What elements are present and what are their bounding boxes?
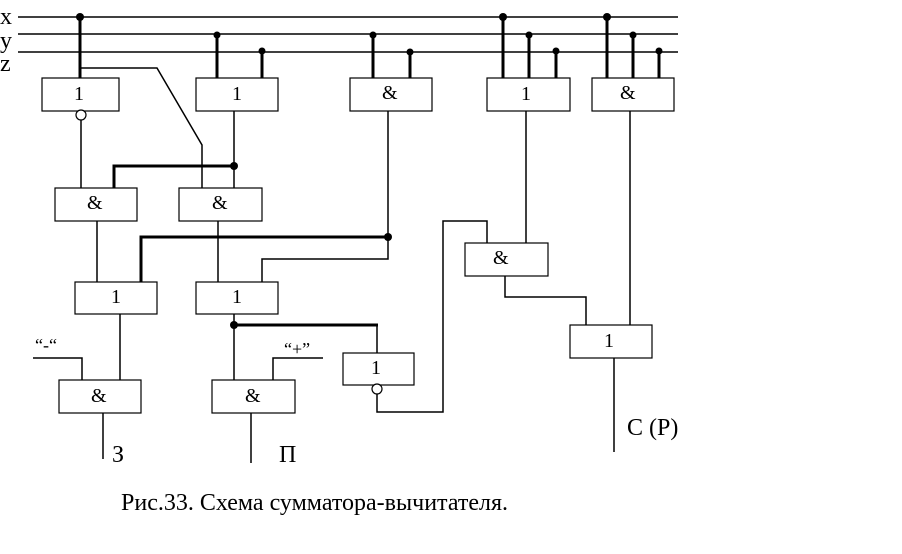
- gate-13: &: [211, 379, 296, 414]
- wire: [504, 276, 587, 325]
- gate-symbol: &: [87, 192, 103, 214]
- gate-symbol: &: [245, 385, 261, 407]
- wire: [112, 164, 234, 188]
- output-label-z: З: [112, 442, 124, 468]
- gate-symbol: &: [382, 82, 398, 104]
- gate-box: [178, 187, 263, 222]
- gate-3: &: [349, 77, 433, 112]
- gate-box: [349, 77, 433, 112]
- output-label-p: П: [279, 442, 296, 468]
- gate-2: 1: [195, 77, 279, 112]
- junction-dot: [655, 47, 663, 55]
- gate-box: [195, 281, 279, 315]
- junction-dot: [76, 13, 84, 21]
- gate-box: [54, 187, 138, 222]
- junction-dot: [499, 13, 507, 21]
- plus-control-label: “+”: [284, 339, 310, 359]
- junction-dot: [230, 321, 238, 329]
- wire: [261, 111, 389, 282]
- gate-box: [569, 324, 653, 359]
- gate-symbol: &: [620, 82, 636, 104]
- input-bus: x y z: [0, 4, 678, 77]
- gate-box: [74, 281, 158, 315]
- wire: [139, 235, 388, 282]
- gate-symbol: 1: [604, 330, 614, 352]
- input-label-z: z: [0, 51, 11, 77]
- gate-symbol: 1: [74, 83, 84, 105]
- junction-dot: [552, 47, 560, 55]
- gate-box: [211, 379, 296, 414]
- gate-5: &: [591, 77, 675, 112]
- gate-11: 1: [342, 352, 415, 395]
- gate-6: &: [54, 187, 138, 222]
- gate-4: 1: [486, 77, 571, 112]
- gate-12: &: [58, 379, 142, 414]
- gate-symbol: 1: [521, 83, 531, 105]
- gate-symbol: &: [91, 385, 107, 407]
- gate-14: 1: [569, 324, 653, 359]
- gate-box: [591, 77, 675, 112]
- junction-dot: [213, 31, 221, 39]
- gate-box: [195, 77, 279, 112]
- wires: [33, 17, 661, 463]
- output-label-c: С (Р): [627, 415, 678, 441]
- wire: [272, 357, 323, 380]
- gate-box: [58, 379, 142, 414]
- gate-box: [464, 242, 549, 277]
- junction-dot: [629, 31, 637, 39]
- gate-box: [486, 77, 571, 112]
- junction-dot: [258, 47, 266, 55]
- gate-1: 1: [41, 77, 120, 121]
- input-label-x: x: [0, 4, 12, 30]
- gate-symbol: 1: [232, 83, 242, 105]
- gate-10: 1: [195, 281, 279, 315]
- gate-symbol: &: [493, 247, 509, 269]
- junction-dot: [603, 13, 611, 21]
- gate-symbol: 1: [232, 286, 242, 308]
- junction-dot: [384, 233, 392, 241]
- junction-dot: [230, 162, 238, 170]
- inversion-circle: [371, 383, 383, 395]
- gate-8: &: [464, 242, 549, 277]
- wire: [376, 220, 488, 413]
- junction-dot: [369, 31, 377, 39]
- minus-control-label: “-“: [35, 335, 57, 355]
- inversion-circle: [75, 109, 87, 121]
- gate-symbol: 1: [371, 357, 381, 379]
- gate-9: 1: [74, 281, 158, 315]
- junctions: [76, 13, 663, 329]
- gate-7: &: [178, 187, 263, 222]
- gate-symbol: 1: [111, 286, 121, 308]
- gate-symbol: &: [212, 192, 228, 214]
- junction-dot: [406, 48, 414, 56]
- wire: [33, 357, 83, 380]
- figure-caption: Рис.33. Схема сумматора-вычитателя.: [121, 490, 508, 516]
- junction-dot: [525, 31, 533, 39]
- input-label-y: y: [0, 28, 12, 54]
